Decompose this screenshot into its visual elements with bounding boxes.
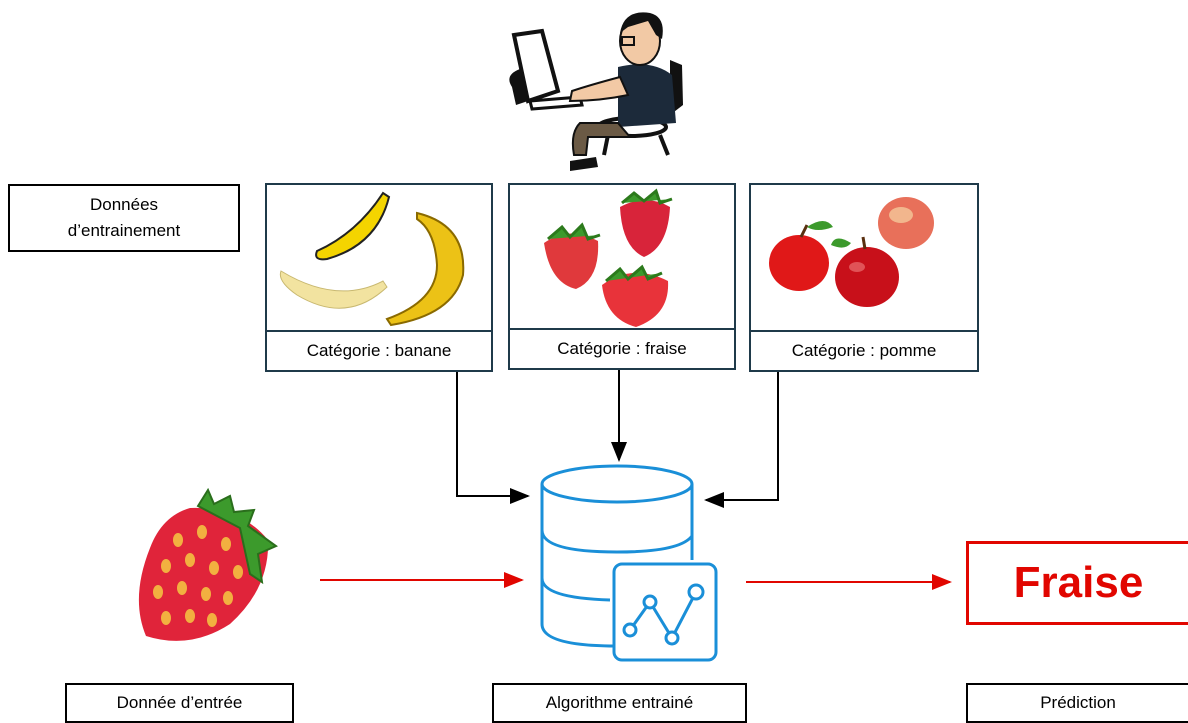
input-data-label: Donnée d’entrée	[65, 683, 294, 723]
person-at-computer-icon	[500, 5, 690, 180]
banana-to-algorithm-arrow	[456, 372, 530, 504]
prediction-text: Prédiction	[1040, 693, 1116, 712]
prediction-label: Prédiction	[966, 683, 1188, 723]
banana-icon	[267, 185, 491, 332]
category-card-banana: Catégorie : banane	[265, 183, 493, 372]
prediction-value: Fraise	[1013, 558, 1144, 607]
category-card-strawberry: Catégorie : fraise	[508, 183, 736, 370]
category-card-apple: Catégorie : pomme	[749, 183, 979, 372]
category-caption: Catégorie : banane	[267, 330, 491, 370]
category-caption: Catégorie : fraise	[510, 328, 734, 368]
strawberry-icon	[130, 487, 280, 648]
input-data-text: Donnée d’entrée	[116, 693, 243, 712]
category-caption: Catégorie : pomme	[751, 330, 977, 370]
database-chart-icon	[530, 462, 722, 666]
apple-icon	[751, 185, 977, 332]
training-data-label: Données d’entrainement	[8, 184, 240, 252]
prediction-value-box: Fraise	[966, 541, 1188, 625]
trained-algorithm-text: Algorithme entrainé	[545, 693, 694, 712]
strawberry-icon	[510, 185, 734, 330]
apple-to-algorithm-arrow	[704, 372, 779, 508]
trained-algorithm-label: Algorithme entrainé	[492, 683, 747, 723]
training-data-text: Données d’entrainement	[67, 195, 181, 240]
